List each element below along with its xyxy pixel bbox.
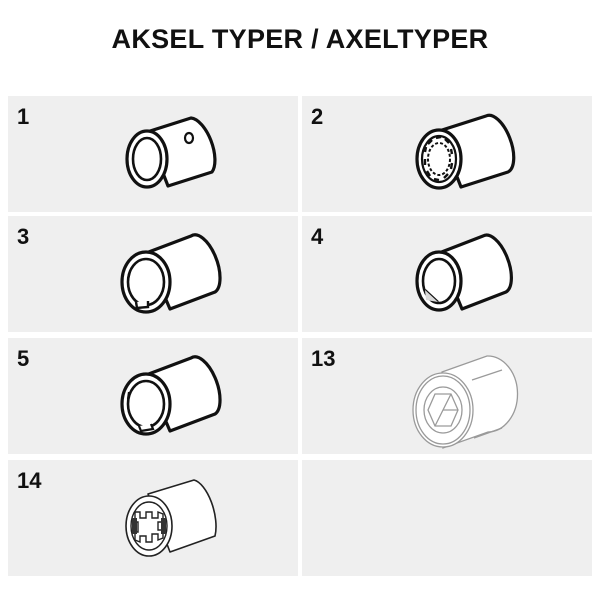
empty-cell bbox=[302, 460, 592, 576]
axle-type-number: 1 bbox=[17, 104, 30, 129]
axle-type-cell: 5 bbox=[8, 338, 298, 454]
axle-type-cell: 2 bbox=[302, 96, 592, 212]
axle-type-number: 14 bbox=[17, 468, 42, 493]
coarse-spline-bore-icon bbox=[125, 479, 217, 557]
axle-type-number: 13 bbox=[311, 346, 336, 371]
axle-type-cell: 3 bbox=[8, 216, 298, 332]
spline-bore-icon bbox=[415, 113, 516, 190]
axle-type-number: 4 bbox=[311, 224, 324, 249]
double-d-bore-icon bbox=[120, 355, 222, 436]
cross-hole-icon bbox=[125, 116, 217, 189]
keyway-bore-icon bbox=[120, 233, 222, 314]
d-flat-bore-icon bbox=[415, 233, 513, 312]
axle-type-cell: 13 bbox=[302, 338, 592, 454]
axle-type-number: 2 bbox=[311, 104, 324, 129]
page-title: AKSEL TYPER / AXELTYPER bbox=[111, 24, 489, 54]
hex-bore-icon bbox=[412, 355, 519, 449]
axle-type-cell: 1 bbox=[8, 96, 298, 212]
axle-type-cell: 14 bbox=[8, 460, 298, 576]
axle-type-cell: 4 bbox=[302, 216, 592, 332]
axle-type-number: 3 bbox=[17, 224, 30, 249]
axle-type-number: 5 bbox=[17, 346, 30, 371]
